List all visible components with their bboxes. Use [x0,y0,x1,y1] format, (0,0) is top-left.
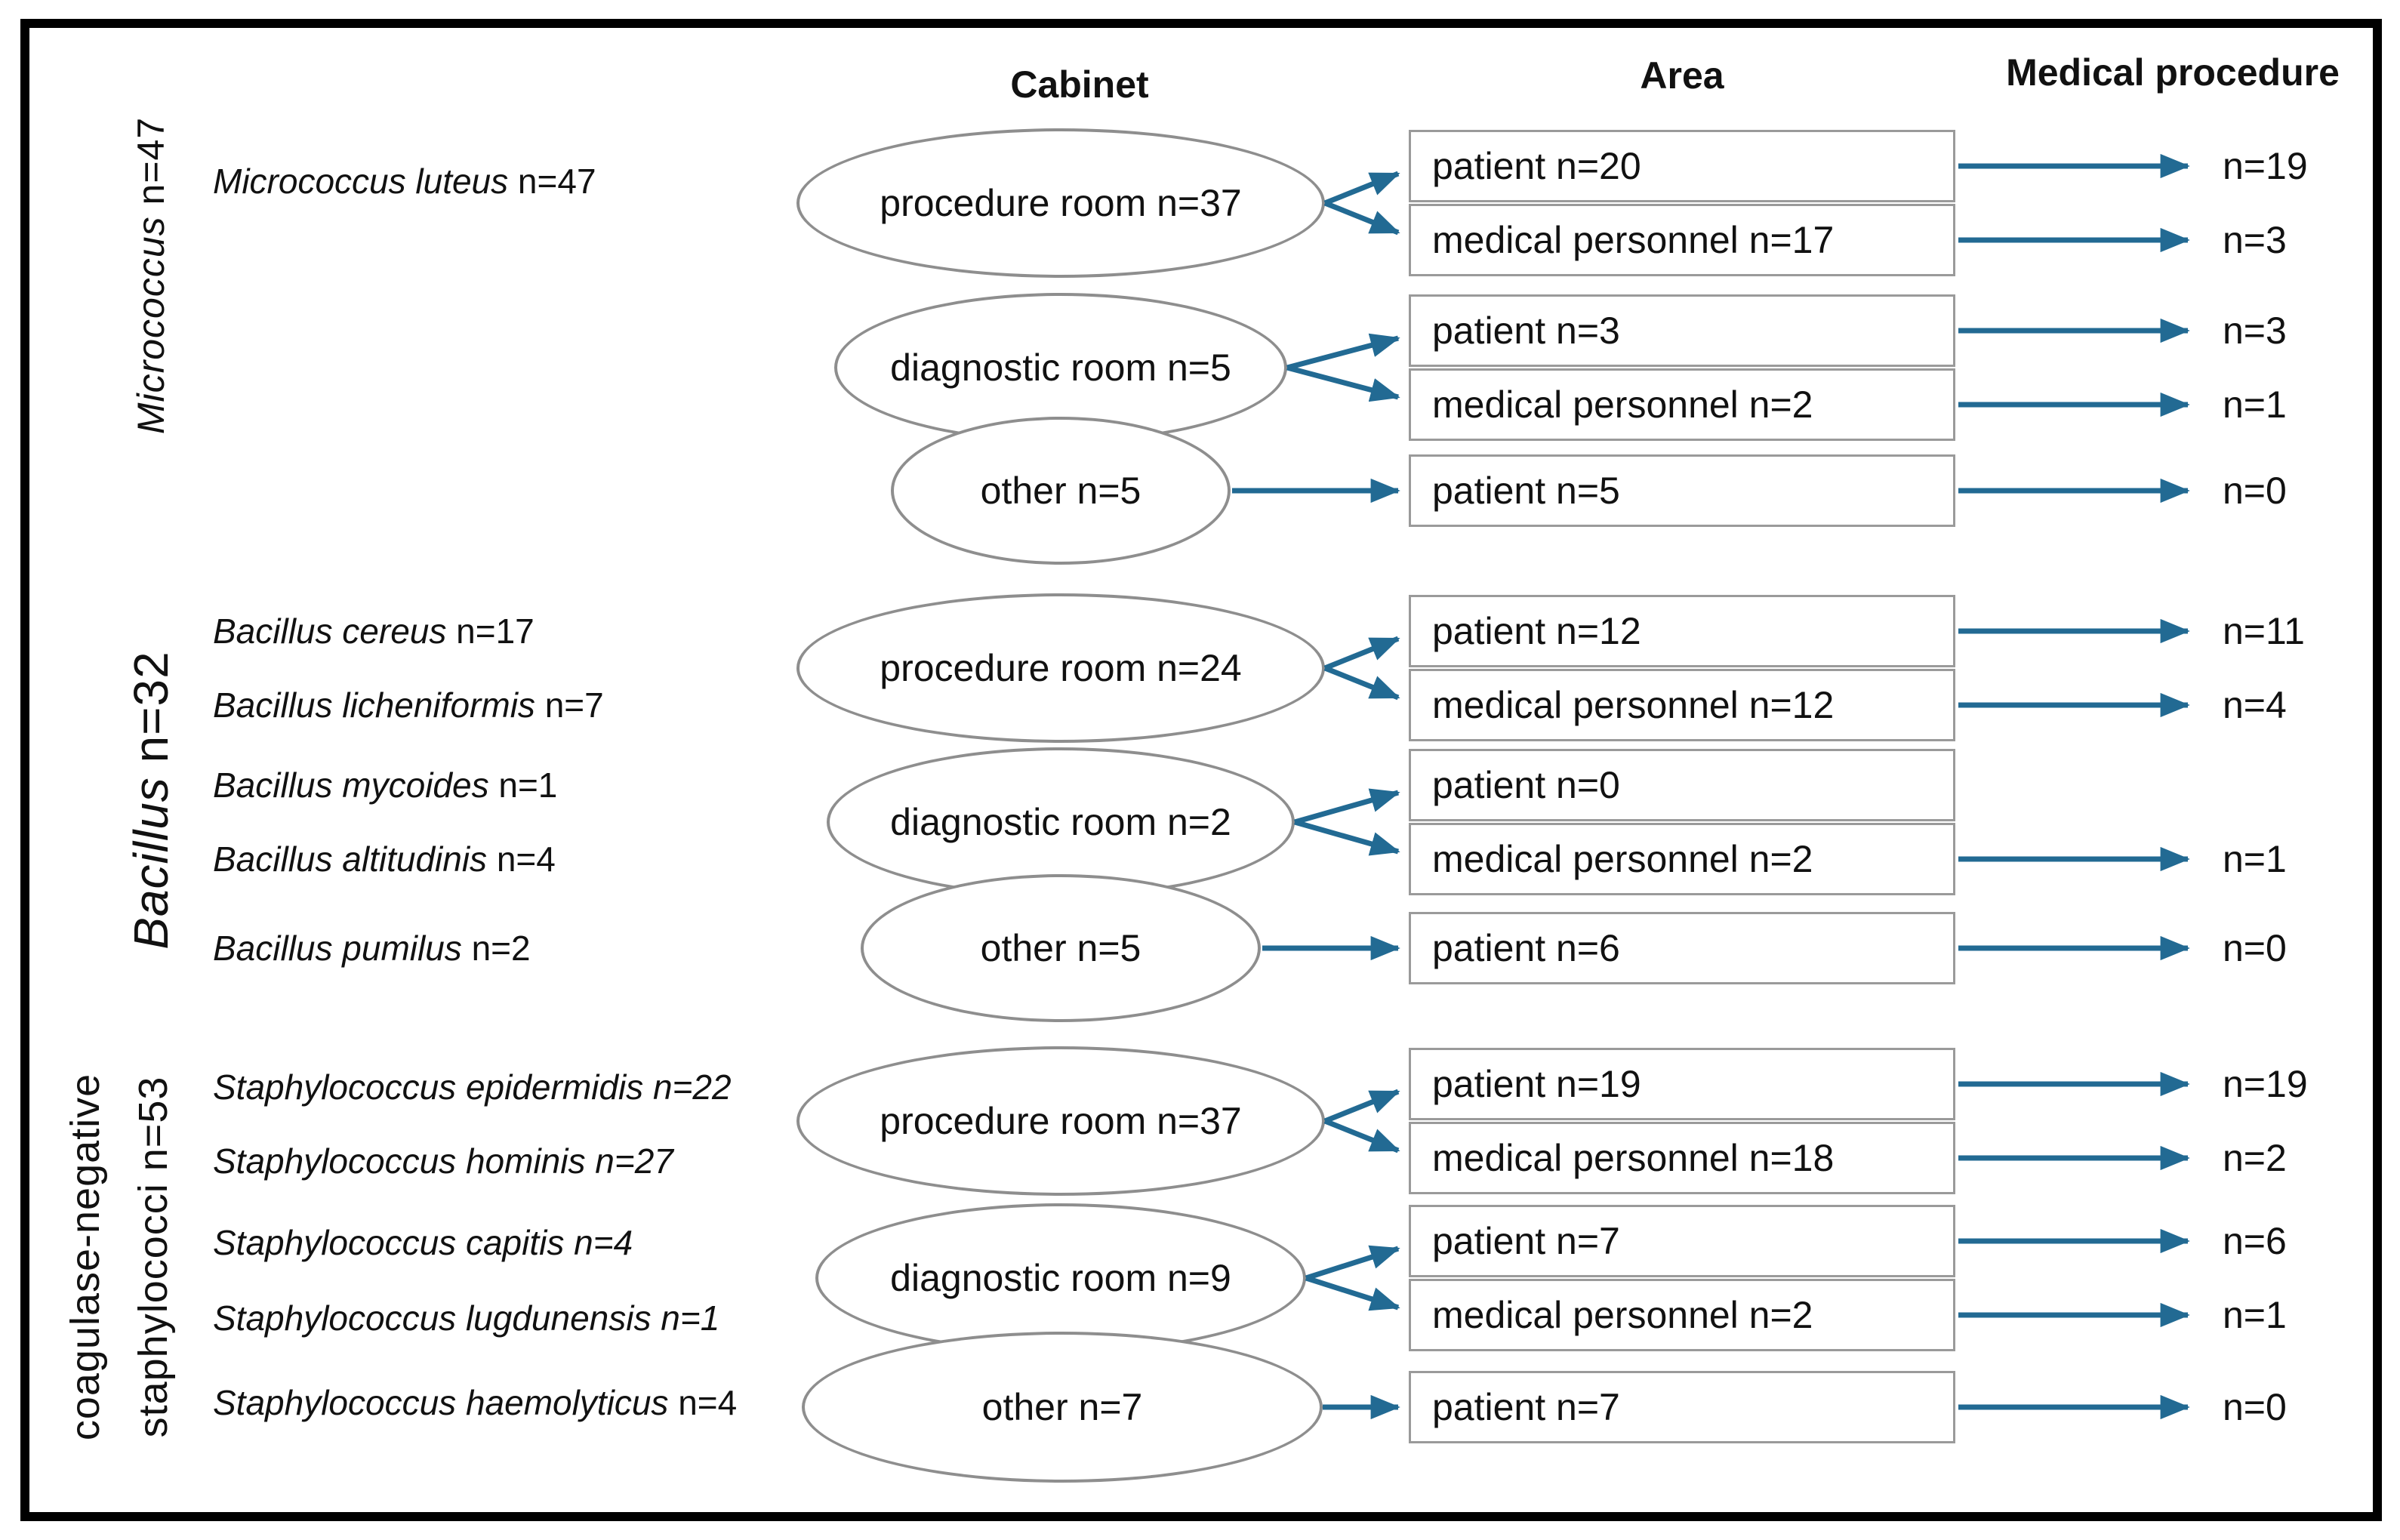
species-item: Bacillus pumilus n=2 [213,929,531,968]
species-item: Bacillus cereus n=17 [213,611,535,651]
species-item: Bacillus altitudinis n=4 [213,839,556,879]
procedure-count: n=3 [2223,219,2287,261]
area-box-patient: patient n=3 [1409,294,1955,367]
area-box-medical-personnel: medical personnel n=2 [1409,368,1955,441]
group-label-bacillus: Bacillus n=32 [123,651,179,949]
procedure-count: n=2 [2223,1137,2287,1179]
procedure-count: n=1 [2223,383,2287,426]
column-header-medical-procedure: Medical procedure [2006,51,2340,94]
species-item: Staphylococcus haemolyticus n=4 [213,1383,738,1422]
species-item: Bacillus licheniformis n=7 [213,685,604,725]
procedure-count: n=0 [2223,470,2287,512]
area-box-patient: patient n=20 [1409,130,1955,202]
area-box-patient: patient n=12 [1409,595,1955,667]
area-box-patient: patient n=5 [1409,454,1955,527]
area-box-medical-personnel: medical personnel n=12 [1409,669,1955,741]
group-label-bacillus-count: n=32 [124,651,178,778]
species-item: Micrococcus luteus n=47 [213,162,596,201]
area-box-patient: patient n=19 [1409,1048,1955,1120]
area-box-medical-personnel: medical personnel n=2 [1409,823,1955,895]
area-box-patient: patient n=7 [1409,1371,1955,1443]
species-item: Staphylococcus epidermidis n=22 [213,1067,732,1107]
cabinet-ellipse-other: other n=5 [891,417,1231,565]
species-item: Staphylococcus hominis n=27 [213,1141,673,1181]
procedure-count: n=0 [2223,927,2287,969]
group-label-bacillus-genus: Bacillus [124,777,178,950]
procedure-count: n=4 [2223,684,2287,726]
procedure-count: n=1 [2223,1294,2287,1336]
procedure-count: n=19 [2223,145,2308,187]
column-header-area: Area [1640,54,1724,97]
area-box-patient: patient n=0 [1409,749,1955,821]
group-label-micrococcus-genus: Micrococcus [130,216,172,435]
cabinet-ellipse-diagnostic-room: diagnostic room n=2 [827,747,1295,897]
column-header-cabinet: Cabinet [1010,63,1149,106]
species-item: Staphylococcus lugdunensis n=1 [213,1298,720,1338]
group-label-cons-line1: coagulase-negative [63,1073,108,1441]
figure-border-frame [20,19,2382,1521]
group-label-cons-line2: staphylococci n=53 [131,1076,176,1438]
area-box-medical-personnel: medical personnel n=2 [1409,1279,1955,1351]
area-box-medical-personnel: medical personnel n=17 [1409,204,1955,276]
procedure-count: n=0 [2223,1386,2287,1428]
area-box-patient: patient n=6 [1409,912,1955,984]
cabinet-ellipse-diagnostic-room: diagnostic room n=9 [815,1203,1306,1353]
area-box-medical-personnel: medical personnel n=18 [1409,1122,1955,1194]
procedure-count: n=3 [2223,310,2287,352]
species-item: Bacillus mycoides n=1 [213,765,558,805]
species-item: Staphylococcus capitis n=4 [213,1223,633,1262]
procedure-count: n=11 [2223,610,2305,652]
group-label-micrococcus: Micrococcus n=47 [129,117,173,434]
procedure-count: n=1 [2223,838,2287,880]
procedure-count: n=19 [2223,1063,2308,1105]
procedure-count: n=6 [2223,1220,2287,1262]
group-label-micrococcus-count: n=47 [130,116,172,217]
cabinet-ellipse-procedure-room: procedure room n=37 [796,1046,1325,1196]
cabinet-ellipse-procedure-room: procedure room n=24 [796,593,1325,743]
cabinet-ellipse-procedure-room: procedure room n=37 [796,128,1325,278]
cabinet-ellipse-other: other n=5 [861,874,1261,1022]
area-box-patient: patient n=7 [1409,1205,1955,1277]
cabinet-ellipse-other: other n=7 [802,1332,1323,1483]
